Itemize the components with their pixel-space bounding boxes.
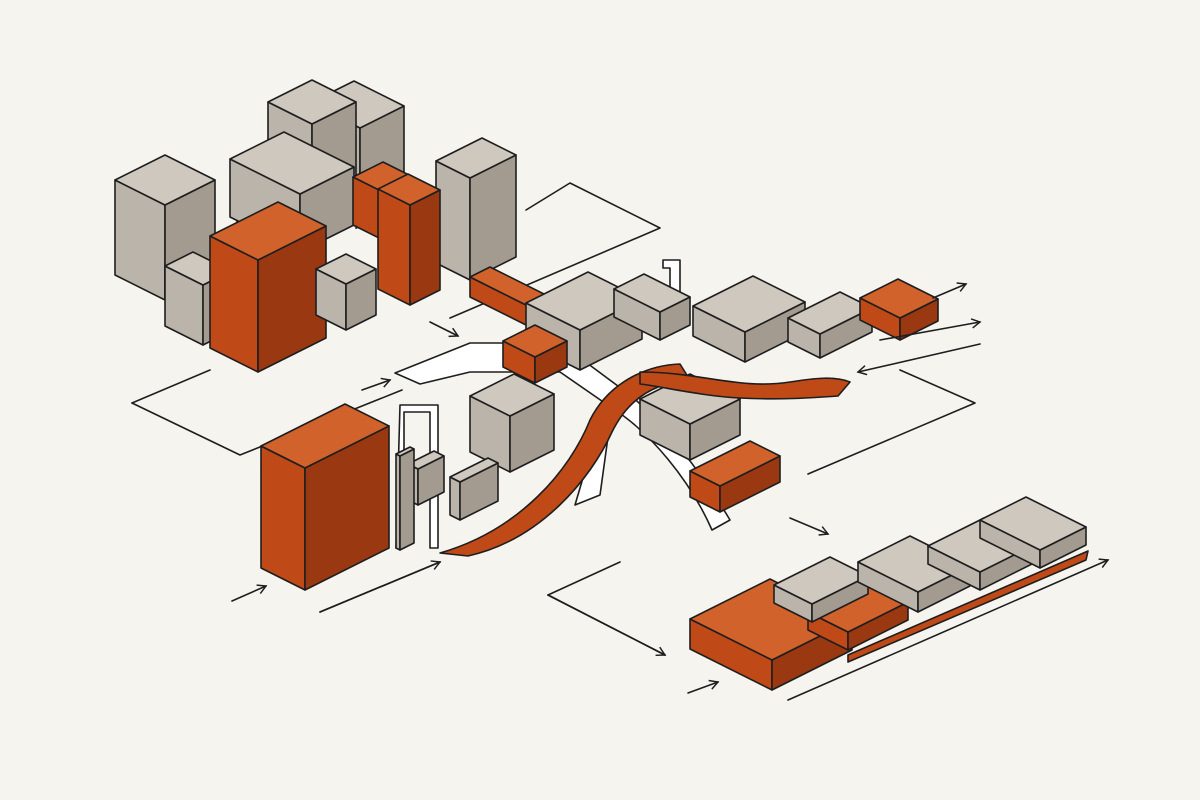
- arrow-icon: [789, 517, 830, 536]
- isometric-blocks: [114, 79, 1089, 691]
- source-block-top: [435, 137, 517, 179]
- connector-line: [807, 369, 976, 475]
- arrow-icon: [319, 560, 442, 613]
- arrow-icon: [932, 282, 968, 299]
- source-block-top: [377, 173, 441, 206]
- gate-block-side: [399, 448, 415, 551]
- output-tile-top: [979, 496, 1087, 551]
- flow-ribbon: [639, 371, 851, 400]
- arrow-icon: [879, 318, 982, 341]
- source-block-top: [229, 131, 355, 195]
- gate-block-face: [260, 445, 306, 591]
- arrows: [231, 282, 1110, 701]
- bridge-tile-top: [449, 457, 499, 483]
- bridge-tile-top: [613, 273, 691, 313]
- connector-line: [449, 182, 661, 319]
- source-block-top: [267, 79, 357, 125]
- arrow-icon: [547, 594, 667, 657]
- arrow-icon: [856, 343, 981, 376]
- connector-line: [547, 561, 621, 596]
- arrow-icon: [361, 377, 392, 391]
- gate-block-top: [395, 446, 415, 457]
- output-tile-top: [773, 556, 869, 605]
- connector-line: [131, 369, 211, 404]
- bridge-tile-top: [787, 291, 873, 335]
- bridge-tile-top: [689, 440, 781, 487]
- bridge-tile-top: [469, 373, 555, 417]
- source-block-side: [409, 189, 441, 306]
- bridge-tile-top: [502, 324, 568, 358]
- source-block-top: [209, 201, 327, 261]
- arrow-icon: [687, 679, 720, 694]
- arrow-icon: [429, 321, 460, 338]
- bridge-tile-face: [449, 476, 461, 521]
- output-rail: [847, 550, 1089, 663]
- arrow-icon: [787, 558, 1110, 701]
- bridge-tile-top: [692, 275, 806, 333]
- arrow-icon: [231, 584, 268, 602]
- source-block-face: [377, 188, 411, 306]
- gate-block-top: [260, 403, 390, 469]
- source-block-top: [315, 253, 377, 285]
- bridge-tile-top: [859, 278, 939, 319]
- source-block-top: [114, 154, 216, 206]
- source-block-face: [435, 160, 471, 281]
